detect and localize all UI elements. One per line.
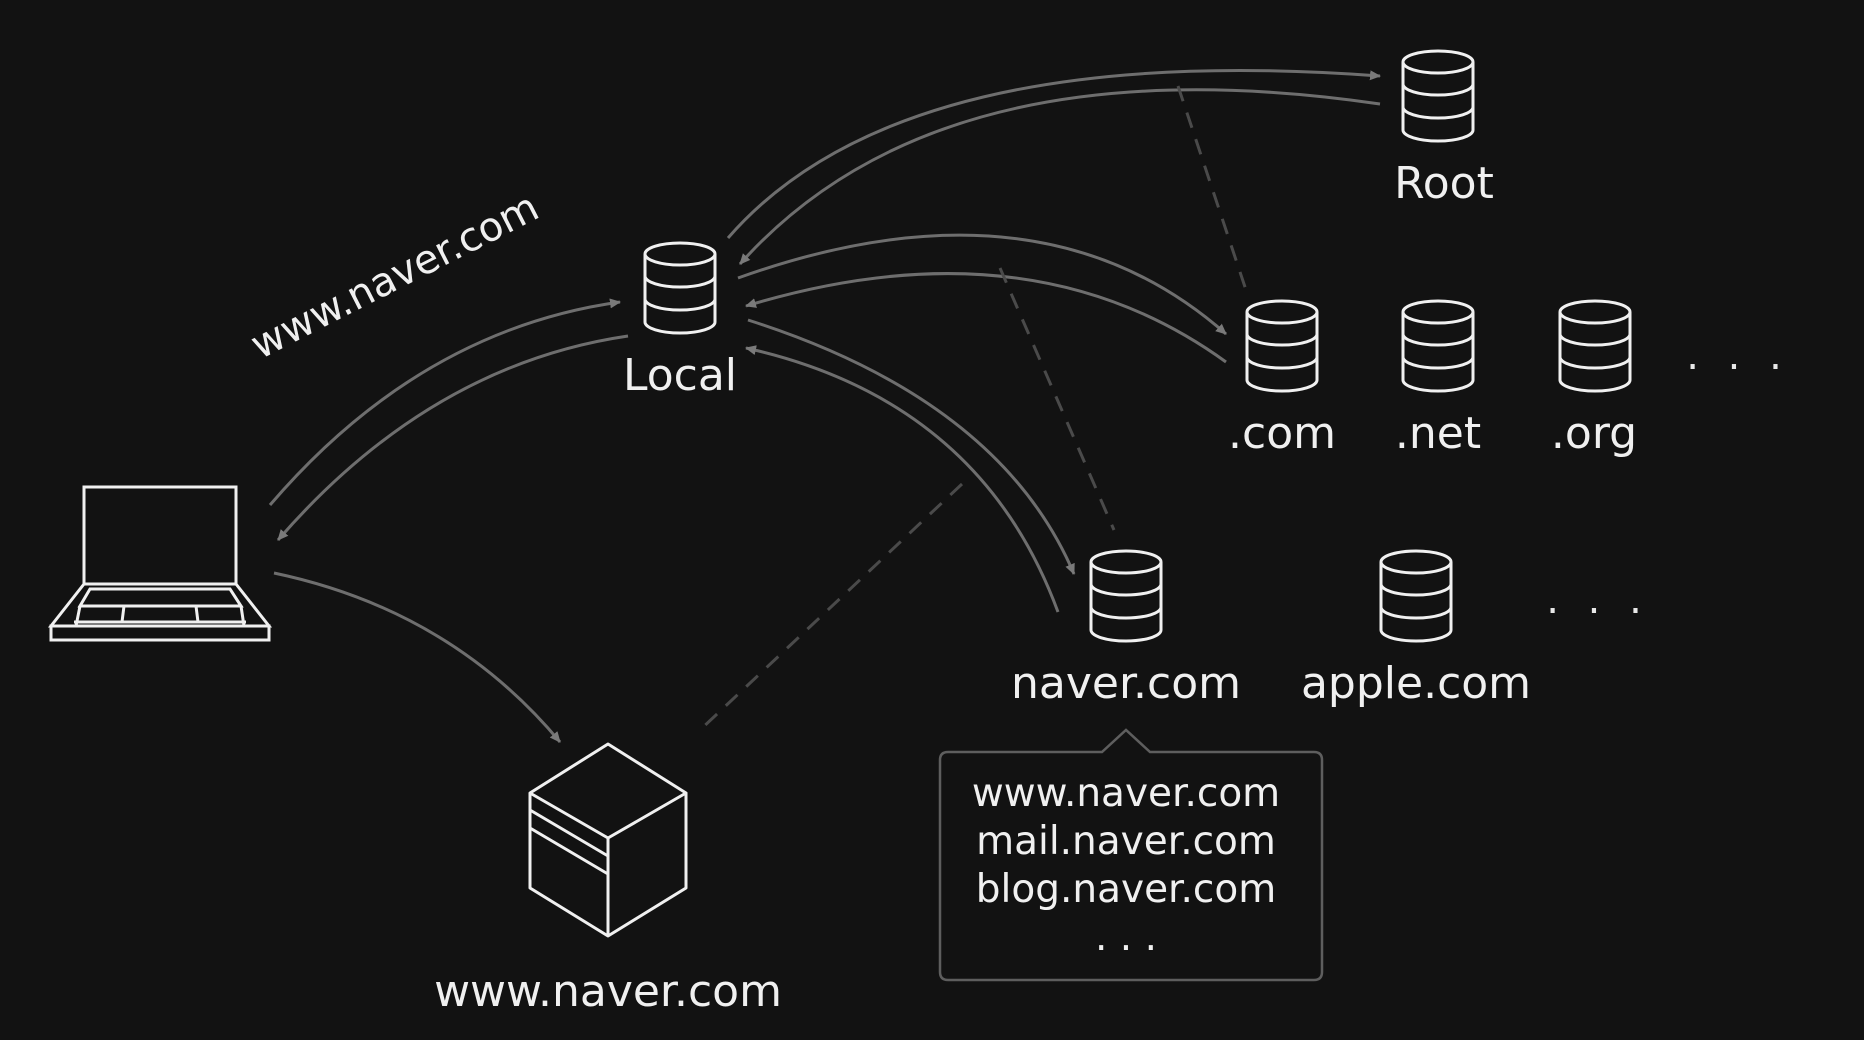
second-level-more: . . . bbox=[1546, 577, 1650, 623]
local-label: Local bbox=[622, 350, 738, 401]
com-dns-database-icon bbox=[1245, 299, 1319, 393]
apple-label: apple.com bbox=[1300, 658, 1532, 709]
root-dns-database-icon bbox=[1401, 49, 1475, 143]
org-label: .org bbox=[1550, 408, 1638, 459]
dashed-local-to-webserver bbox=[698, 482, 964, 732]
apple-dns-database-icon bbox=[1379, 549, 1453, 643]
dashed-root-to-com bbox=[1176, 85, 1250, 297]
naver-dns-database-icon bbox=[1089, 549, 1163, 643]
web-server-icon bbox=[528, 742, 688, 938]
arrow-root-to-local bbox=[738, 88, 1381, 265]
net-dns-database-icon bbox=[1401, 299, 1475, 393]
record-item-blog: blog.naver.com bbox=[975, 867, 1277, 912]
com-label: .com bbox=[1228, 408, 1336, 459]
arrow-com-to-local bbox=[745, 272, 1227, 364]
records-list: www.naver.com mail.naver.com blog.naver.… bbox=[940, 770, 1312, 962]
records-bubble bbox=[938, 728, 1324, 982]
naver-label: naver.com bbox=[1011, 658, 1241, 709]
web-server-label: www.naver.com bbox=[434, 966, 782, 1017]
record-item-mail: mail.naver.com bbox=[976, 819, 1276, 864]
arrow-local-to-naver bbox=[747, 318, 1076, 575]
org-dns-database-icon bbox=[1558, 299, 1632, 393]
net-label: .net bbox=[1394, 408, 1482, 459]
arrow-client-to-local bbox=[268, 298, 621, 506]
arrow-local-to-com bbox=[737, 233, 1227, 336]
arrow-local-to-client bbox=[276, 334, 629, 541]
record-more: . . . bbox=[1095, 915, 1157, 960]
tld-more: . . . bbox=[1686, 333, 1790, 379]
root-label: Root bbox=[1394, 158, 1494, 209]
arrow-local-to-root bbox=[726, 68, 1381, 239]
record-item-www: www.naver.com bbox=[971, 771, 1281, 816]
arrow-client-to-webserver bbox=[273, 571, 562, 743]
dashed-com-to-naver bbox=[998, 267, 1116, 531]
local-dns-database-icon bbox=[643, 241, 717, 335]
laptop-icon bbox=[47, 485, 273, 642]
arrow-naver-to-local bbox=[745, 345, 1060, 613]
